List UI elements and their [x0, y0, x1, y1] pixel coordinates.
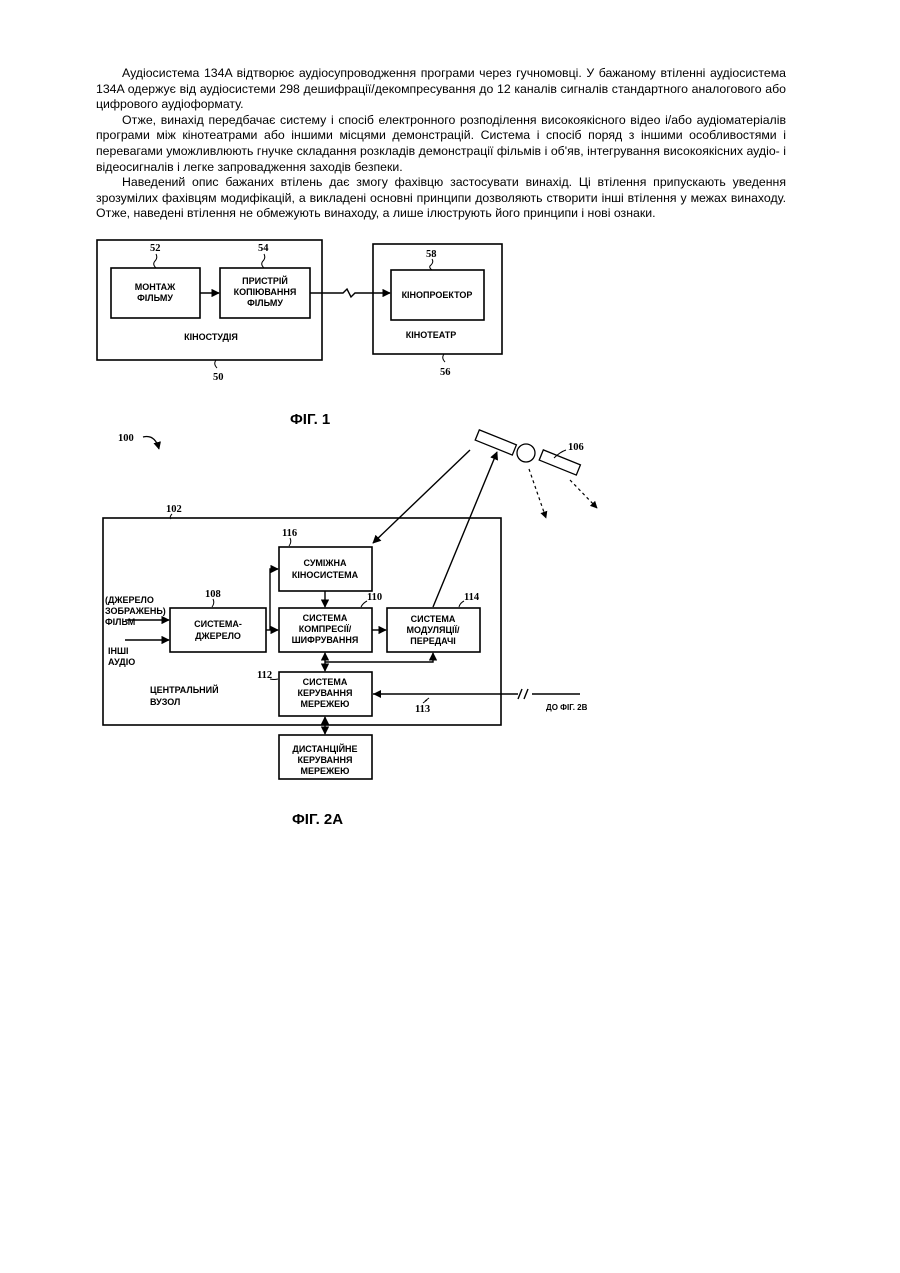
leader-114: [459, 601, 464, 607]
modulation-label-2: МОДУЛЯЦІЇ/: [407, 625, 460, 635]
num-52: 52: [150, 243, 161, 254]
link-arrowhead: [373, 690, 381, 698]
satellite-to-adjacent: [373, 450, 470, 543]
source-to-adjacent: [270, 569, 278, 630]
network-label-2: КЕРУВАННЯ: [298, 688, 353, 698]
leader-52: [154, 254, 157, 268]
leader-108: [212, 599, 214, 607]
figure-1: МОНТАЖ ФІЛЬМУ ПРИСТРІЙ КОПІЮВАННЯ ФІЛЬМУ…: [97, 240, 502, 428]
network-label-3: МЕРЕЖЕЮ: [301, 699, 350, 709]
leader-110: [361, 601, 367, 607]
figure-2a: 100 106 102 СУМІЖНА КІНОСИСТЕМА СИСТЕМА-…: [103, 430, 597, 828]
source-system-box: [170, 608, 266, 652]
num-108: 108: [205, 589, 221, 600]
adjacent-label-2: КІНОСИСТЕМА: [292, 570, 359, 580]
num-112: 112: [257, 670, 272, 681]
num-56: 56: [440, 367, 451, 378]
compression-label-1: СИСТЕМА: [303, 613, 348, 623]
leader-113: [423, 698, 429, 703]
num-106: 106: [568, 442, 584, 453]
num-113: 113: [415, 704, 430, 715]
network-to-modulation: [325, 653, 433, 662]
editing-label-1: МОНТАЖ: [135, 282, 176, 292]
source-label-2: ДЖЕРЕЛО: [195, 631, 241, 641]
num-110: 110: [367, 592, 382, 603]
remote-label-3: МЕРЕЖЕЮ: [301, 766, 350, 776]
remote-label-2: КЕРУВАННЯ: [298, 755, 353, 765]
num-100: 100: [118, 433, 134, 444]
modulation-label-1: СИСТЕМА: [411, 614, 456, 624]
num-114: 114: [464, 592, 480, 603]
input-label-2: ЗОБРАЖЕНЬ): [105, 606, 166, 616]
leader-116: [289, 538, 291, 546]
num-116: 116: [282, 528, 297, 539]
adjacent-label-1: СУМІЖНА: [303, 558, 347, 568]
input-label-1: (ДЖЕРЕЛО: [105, 595, 154, 605]
studio-box: [97, 240, 322, 360]
copier-label-2: КОПІЮВАННЯ: [234, 287, 297, 297]
studio-label: КІНОСТУДІЯ: [184, 332, 238, 342]
num-58: 58: [426, 249, 437, 260]
modulation-uplink: [433, 452, 497, 607]
source-label-1: СИСТЕМА-: [194, 619, 242, 629]
remote-label-1: ДИСТАНЦІЙНЕ: [292, 743, 357, 754]
network-label-1: СИСТЕМА: [303, 677, 348, 687]
modulation-label-3: ПЕРЕДАЧІ: [410, 636, 456, 646]
num-54: 54: [258, 243, 269, 254]
projector-label: КІНОПРОЕКТОР: [402, 290, 473, 300]
leader-50: [215, 360, 217, 368]
downlink-arrow-2: [570, 480, 597, 508]
downlink-arrow-1: [529, 469, 546, 518]
fig1-caption: ФІГ. 1: [290, 411, 330, 428]
num-50: 50: [213, 372, 224, 383]
theater-label: КІНОТЕАТР: [406, 330, 457, 340]
fig2a-caption: ФІГ. 2А: [292, 811, 343, 828]
central-label-2: ВУЗОЛ: [150, 697, 180, 707]
to-fig-2b-label: ДО ФІГ. 2В: [546, 703, 588, 712]
link-to-fig-2b: [373, 689, 580, 699]
leader-56: [443, 354, 445, 362]
compression-label-2: КОМПРЕСІЇ/: [299, 624, 352, 634]
central-label-1: ЦЕНТРАЛЬНИЙ: [150, 684, 219, 695]
arrow-100: [143, 437, 159, 450]
leader-54: [262, 254, 265, 268]
copier-label-3: ФІЛЬМУ: [247, 298, 283, 308]
compression-label-3: ШИФРУВАННЯ: [292, 635, 359, 645]
num-102: 102: [166, 504, 182, 515]
editing-label-2: ФІЛЬМУ: [137, 293, 173, 303]
leader-58: [430, 259, 433, 270]
copier-label-1: ПРИСТРІЙ: [242, 275, 288, 286]
input-label-4: ІНШІ: [108, 646, 129, 656]
input-label-3: ФІЛЬМ: [105, 617, 135, 627]
input-label-5: АУДІО: [108, 657, 135, 667]
leader-112: [270, 679, 278, 680]
adjacent-cinema-box: [279, 547, 372, 591]
